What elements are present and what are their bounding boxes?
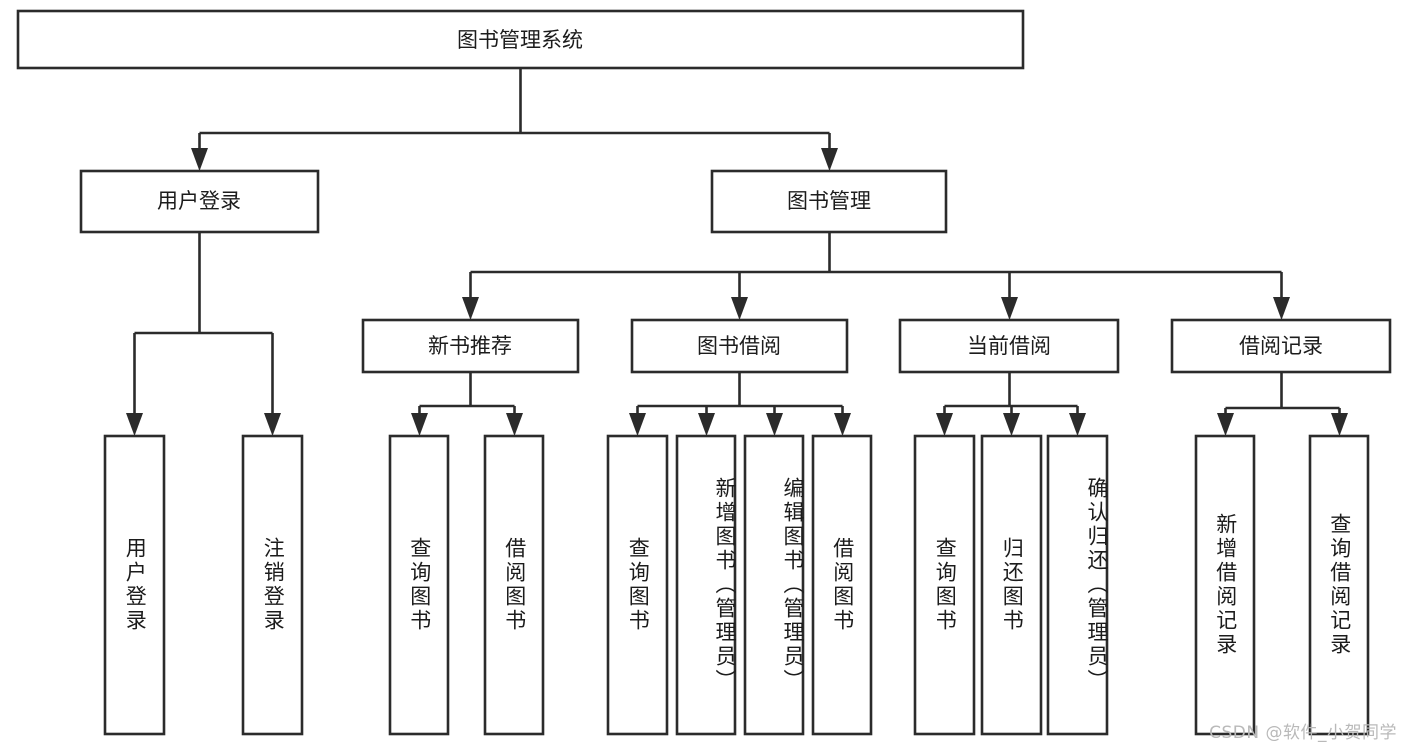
node-current-borrow-label: 当前借阅 — [967, 334, 1051, 358]
arrow-head-leaf-edit-book-admin — [766, 413, 783, 436]
node-book-management-rect[interactable] — [710, 169, 948, 234]
arrow-head-book-management — [821, 148, 838, 171]
connector-group-borrow-record-children — [1217, 372, 1348, 436]
node-borrow-record-rect[interactable] — [1170, 318, 1392, 374]
node-book-management[interactable]: 图书管理 — [710, 169, 948, 234]
node-book-borrow[interactable]: 图书借阅 — [630, 318, 849, 374]
node-root[interactable]: 图书管理系统 — [16, 9, 1025, 70]
node-leaf-edit-book-admin-rect[interactable] — [743, 434, 805, 736]
csdn-watermark: CSDN @软件_小贺同学 — [1209, 723, 1397, 743]
arrow-head-leaf-query-book-rec — [411, 413, 428, 436]
node-leaf-return-book-rect[interactable] — [980, 434, 1043, 736]
arrow-head-leaf-query-borrow-record — [1331, 413, 1348, 436]
arrow-head-new-book-recommend — [462, 297, 479, 320]
node-user-login-label: 用户登录 — [157, 189, 241, 213]
node-new-book-recommend-rect[interactable] — [361, 318, 580, 374]
node-leaf-logout-rect[interactable] — [241, 434, 304, 736]
arrow-head-current-borrow — [1001, 297, 1018, 320]
arrow-head-leaf-add-book-admin — [698, 413, 715, 436]
node-leaf-add-borrow-record-rect[interactable] — [1194, 434, 1256, 736]
node-leaf-confirm-return-admin-rect[interactable] — [1046, 434, 1109, 736]
connector-group-book-management-children — [462, 232, 1290, 320]
node-leaf-borrow-book-rect[interactable] — [811, 434, 873, 736]
arrow-head-book-borrow — [731, 297, 748, 320]
arrow-head-leaf-confirm-return-admin — [1069, 413, 1086, 436]
node-borrow-record-label: 借阅记录 — [1239, 334, 1323, 358]
node-book-management-label: 图书管理 — [787, 189, 871, 213]
arrow-head-leaf-borrow-book — [834, 413, 851, 436]
connector-group-book-borrow-children — [629, 372, 851, 436]
arrow-head-leaf-borrow-book-rec — [506, 413, 523, 436]
connector-group-new-book-recommend-children — [411, 372, 523, 436]
leaf-box-group — [103, 434, 1370, 736]
node-root-label: 图书管理系统 — [457, 28, 583, 52]
node-leaf-query-borrow-record-rect[interactable] — [1308, 434, 1370, 736]
node-leaf-query-book-borrow-rect[interactable] — [606, 434, 669, 736]
arrow-head-user-login — [191, 148, 208, 171]
arrow-head-leaf-add-borrow-record — [1217, 413, 1234, 436]
connector-group-root-to-level1 — [191, 68, 838, 171]
arrow-head-leaf-user-login — [126, 413, 143, 436]
node-user-login[interactable]: 用户登录 — [79, 169, 320, 234]
node-current-borrow[interactable]: 当前借阅 — [898, 318, 1120, 374]
node-borrow-record[interactable]: 借阅记录 — [1170, 318, 1392, 374]
node-book-borrow-label: 图书借阅 — [697, 334, 781, 358]
arrow-head-borrow-record — [1273, 297, 1290, 320]
node-current-borrow-rect[interactable] — [898, 318, 1120, 374]
node-leaf-add-book-admin-rect[interactable] — [675, 434, 737, 736]
node-new-book-recommend[interactable]: 新书推荐 — [361, 318, 580, 374]
node-leaf-query-book-current-rect[interactable] — [913, 434, 976, 736]
node-new-book-recommend-label: 新书推荐 — [428, 334, 512, 358]
connector-group-user-login-children — [126, 232, 281, 436]
arrow-head-leaf-query-book-borrow — [629, 413, 646, 436]
arrow-head-leaf-return-book — [1003, 413, 1020, 436]
node-leaf-user-login-rect[interactable] — [103, 434, 166, 736]
node-user-login-rect[interactable] — [79, 169, 320, 234]
arrow-head-leaf-logout — [264, 413, 281, 436]
node-root-rect[interactable] — [16, 9, 1025, 70]
connector-group-current-borrow-children — [936, 372, 1086, 436]
node-book-borrow-rect[interactable] — [630, 318, 849, 374]
node-leaf-borrow-book-rec-rect[interactable] — [483, 434, 545, 736]
node-leaf-query-book-rec-rect[interactable] — [388, 434, 450, 736]
arrow-head-leaf-query-book-current — [936, 413, 953, 436]
